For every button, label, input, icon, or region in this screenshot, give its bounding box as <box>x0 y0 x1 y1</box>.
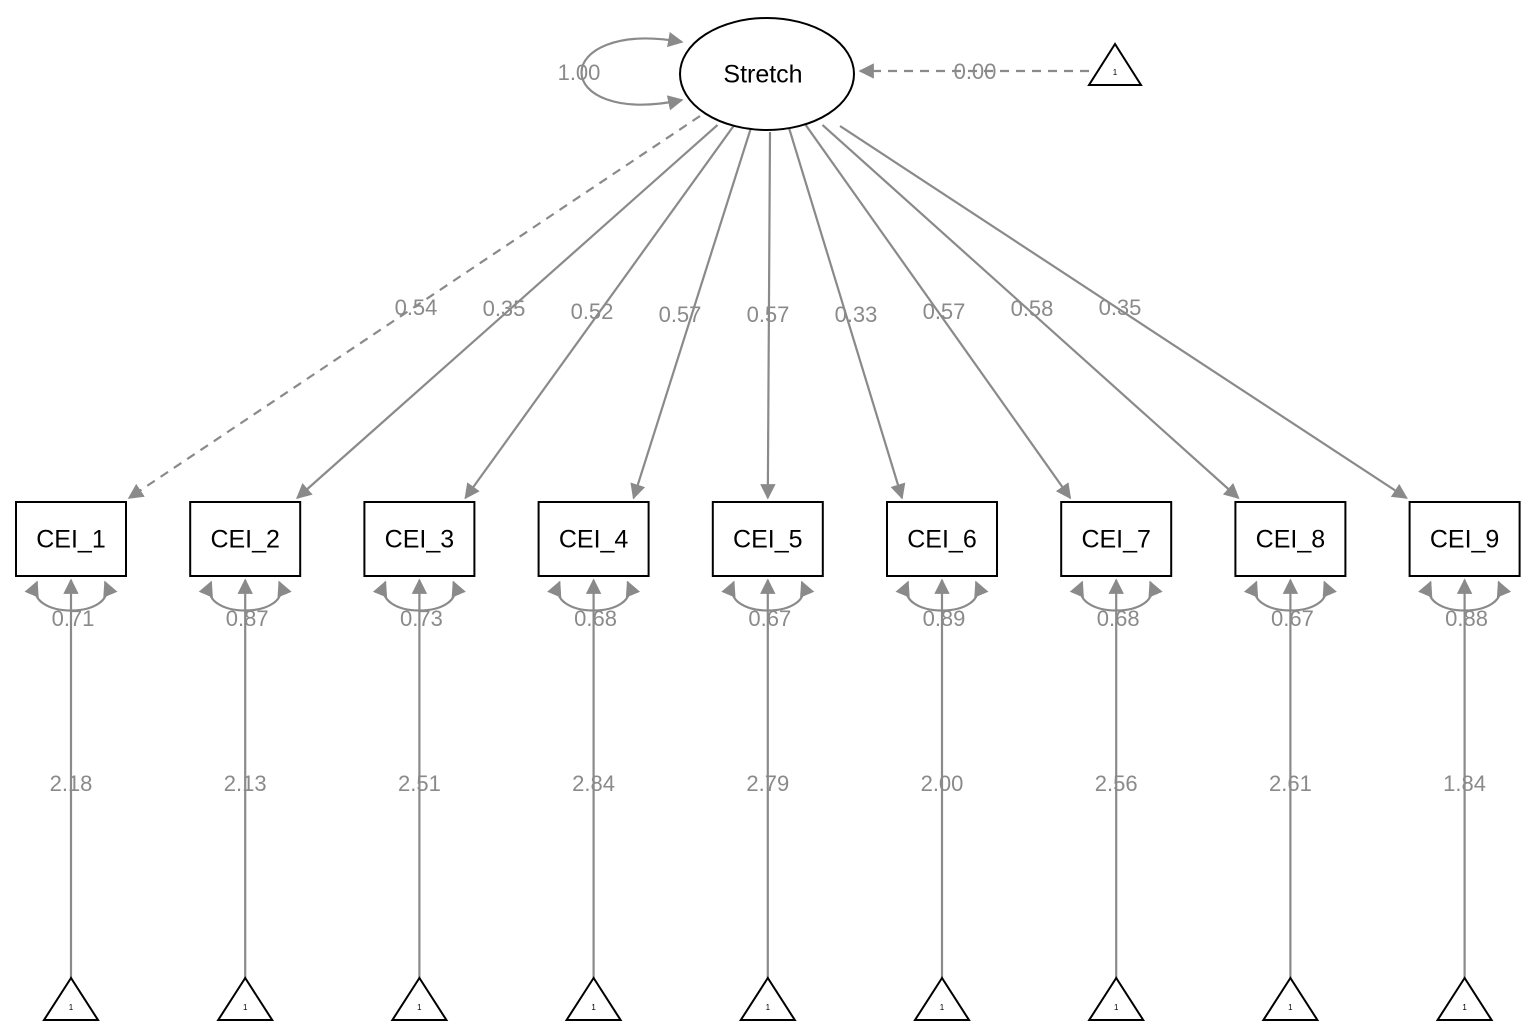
intercept-label-6: 2.00 <box>921 771 964 796</box>
loading-arrow-5 <box>760 131 776 500</box>
loading-label-4: 0.57 <box>659 302 702 327</box>
indicator-label-7: CEI_7 <box>1081 526 1150 554</box>
residual-label-5: 0.67 <box>748 606 791 631</box>
residual-label-8: 0.67 <box>1271 606 1314 631</box>
loading-arrow-4 <box>630 122 754 500</box>
residual-label-6: 0.89 <box>923 606 966 631</box>
intercept-label-7: 2.56 <box>1095 771 1138 796</box>
loading-arrow-1 <box>127 115 701 499</box>
residual-label-1: 0.71 <box>52 606 95 631</box>
constant-label-2: 1 <box>243 1003 248 1012</box>
loading-label-5: 0.57 <box>747 302 790 327</box>
residual-label-9: 0.88 <box>1445 606 1488 631</box>
residual-label-2: 0.87 <box>226 606 269 631</box>
constant-triangle-7 <box>1087 976 1146 1021</box>
loading-label-3: 0.52 <box>571 299 614 324</box>
constant-label-7: 1 <box>1114 1003 1119 1012</box>
residual-label-3: 0.73 <box>400 606 443 631</box>
indicator-node-3 <box>363 501 476 577</box>
indicator-node-6 <box>886 501 998 577</box>
indicator-label-6: CEI_6 <box>907 526 976 554</box>
indicator-node-5 <box>711 501 824 577</box>
constant-triangle-4 <box>564 976 623 1021</box>
constant-label-1: 1 <box>69 1003 74 1012</box>
indicator-node-8 <box>1234 501 1347 577</box>
loading-arrow-9 <box>839 125 1408 499</box>
labels-layer: 1.00 0.00 0.54 0.71 2.18 0.35 0.87 2.13 0.52 0.… <box>50 59 1488 796</box>
constant-triangle-9 <box>1435 976 1494 1021</box>
constant-label-9: 1 <box>1462 1003 1467 1012</box>
latent-label: Stretch <box>723 61 802 89</box>
intercept-label-5: 2.79 <box>746 771 789 796</box>
constant-label-8: 1 <box>1288 1003 1293 1012</box>
indicator-node-2 <box>189 501 302 577</box>
loading-label-7: 0.57 <box>923 299 966 324</box>
latent-intercept-label: 0.00 <box>954 59 997 84</box>
intercept-label-2: 2.13 <box>224 771 267 796</box>
indicator-node-9 <box>1408 501 1521 577</box>
indicator-label-4: CEI_4 <box>559 526 629 554</box>
latent-variance-loop <box>580 31 684 111</box>
loading-arrow-8 <box>821 124 1240 500</box>
indicator-node-4 <box>537 501 650 577</box>
latent-variance-label: 1.00 <box>558 60 601 85</box>
loading-arrow-2 <box>296 124 719 500</box>
intercept-label-8: 2.61 <box>1269 771 1312 796</box>
constant-label-3: 1 <box>417 1003 422 1012</box>
edges-layer <box>24 31 1512 978</box>
intercept-label-4: 2.84 <box>572 771 615 796</box>
loading-label-6: 0.33 <box>835 302 878 327</box>
loading-arrow-3 <box>464 123 736 500</box>
latent-constant-triangle <box>1087 42 1143 86</box>
constant-triangle-2 <box>216 976 275 1021</box>
loading-label-2: 0.35 <box>483 296 526 321</box>
constant-triangle-6 <box>913 976 971 1021</box>
indicator-label-1: CEI_1 <box>36 526 105 554</box>
constant-triangle-1 <box>42 976 100 1021</box>
loading-label-9: 0.35 <box>1099 295 1142 320</box>
indicator-node-7 <box>1060 501 1173 577</box>
constant-triangle-3 <box>390 976 449 1021</box>
constant-label-4: 1 <box>591 1003 596 1012</box>
intercept-label-1: 2.18 <box>50 771 93 796</box>
constant-label-5: 1 <box>766 1003 771 1012</box>
indicator-label-2: CEI_2 <box>210 526 279 554</box>
constant-triangle-8 <box>1261 976 1320 1021</box>
constant-triangle-5 <box>738 976 797 1021</box>
loading-label-8: 0.58 <box>1011 296 1054 321</box>
latent-node-stretch <box>679 17 855 131</box>
indicator-label-5: CEI_5 <box>733 526 802 554</box>
constant-label-6: 1 <box>940 1003 945 1012</box>
nodes-layer: Stretch 1 CEI_11CEI_21CEI_31CEI_41CEI_51… <box>15 17 1521 1021</box>
loading-arrow-6 <box>786 122 906 500</box>
indicator-label-8: CEI_8 <box>1256 526 1325 554</box>
residual-label-4: 0.68 <box>574 606 617 631</box>
latent-constant-label: 1 <box>1113 68 1118 77</box>
loading-arrow-7 <box>804 123 1072 500</box>
indicator-label-3: CEI_3 <box>385 526 454 554</box>
residual-label-7: 0.68 <box>1097 606 1140 631</box>
intercept-label-9: 1.84 <box>1443 771 1486 796</box>
indicator-label-9: CEI_9 <box>1430 526 1499 554</box>
intercept-label-3: 2.51 <box>398 771 441 796</box>
indicator-node-1 <box>15 501 127 577</box>
loading-label-1: 0.54 <box>395 295 438 320</box>
